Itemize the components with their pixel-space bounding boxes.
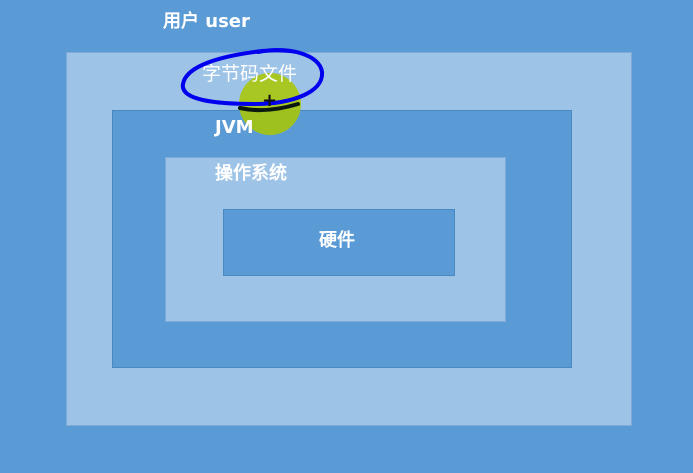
user-layer-label: 用户 user — [163, 11, 250, 32]
hardware-layer-label: 硬件 — [319, 230, 355, 251]
crosshair-cursor-icon: + — [262, 90, 278, 111]
hardware-layer-box — [223, 209, 455, 276]
bytecode-layer-label: 字节码文件 — [202, 63, 298, 85]
os-layer-label: 操作系统 — [215, 163, 287, 184]
jvm-layer-label: JVM — [215, 117, 254, 138]
